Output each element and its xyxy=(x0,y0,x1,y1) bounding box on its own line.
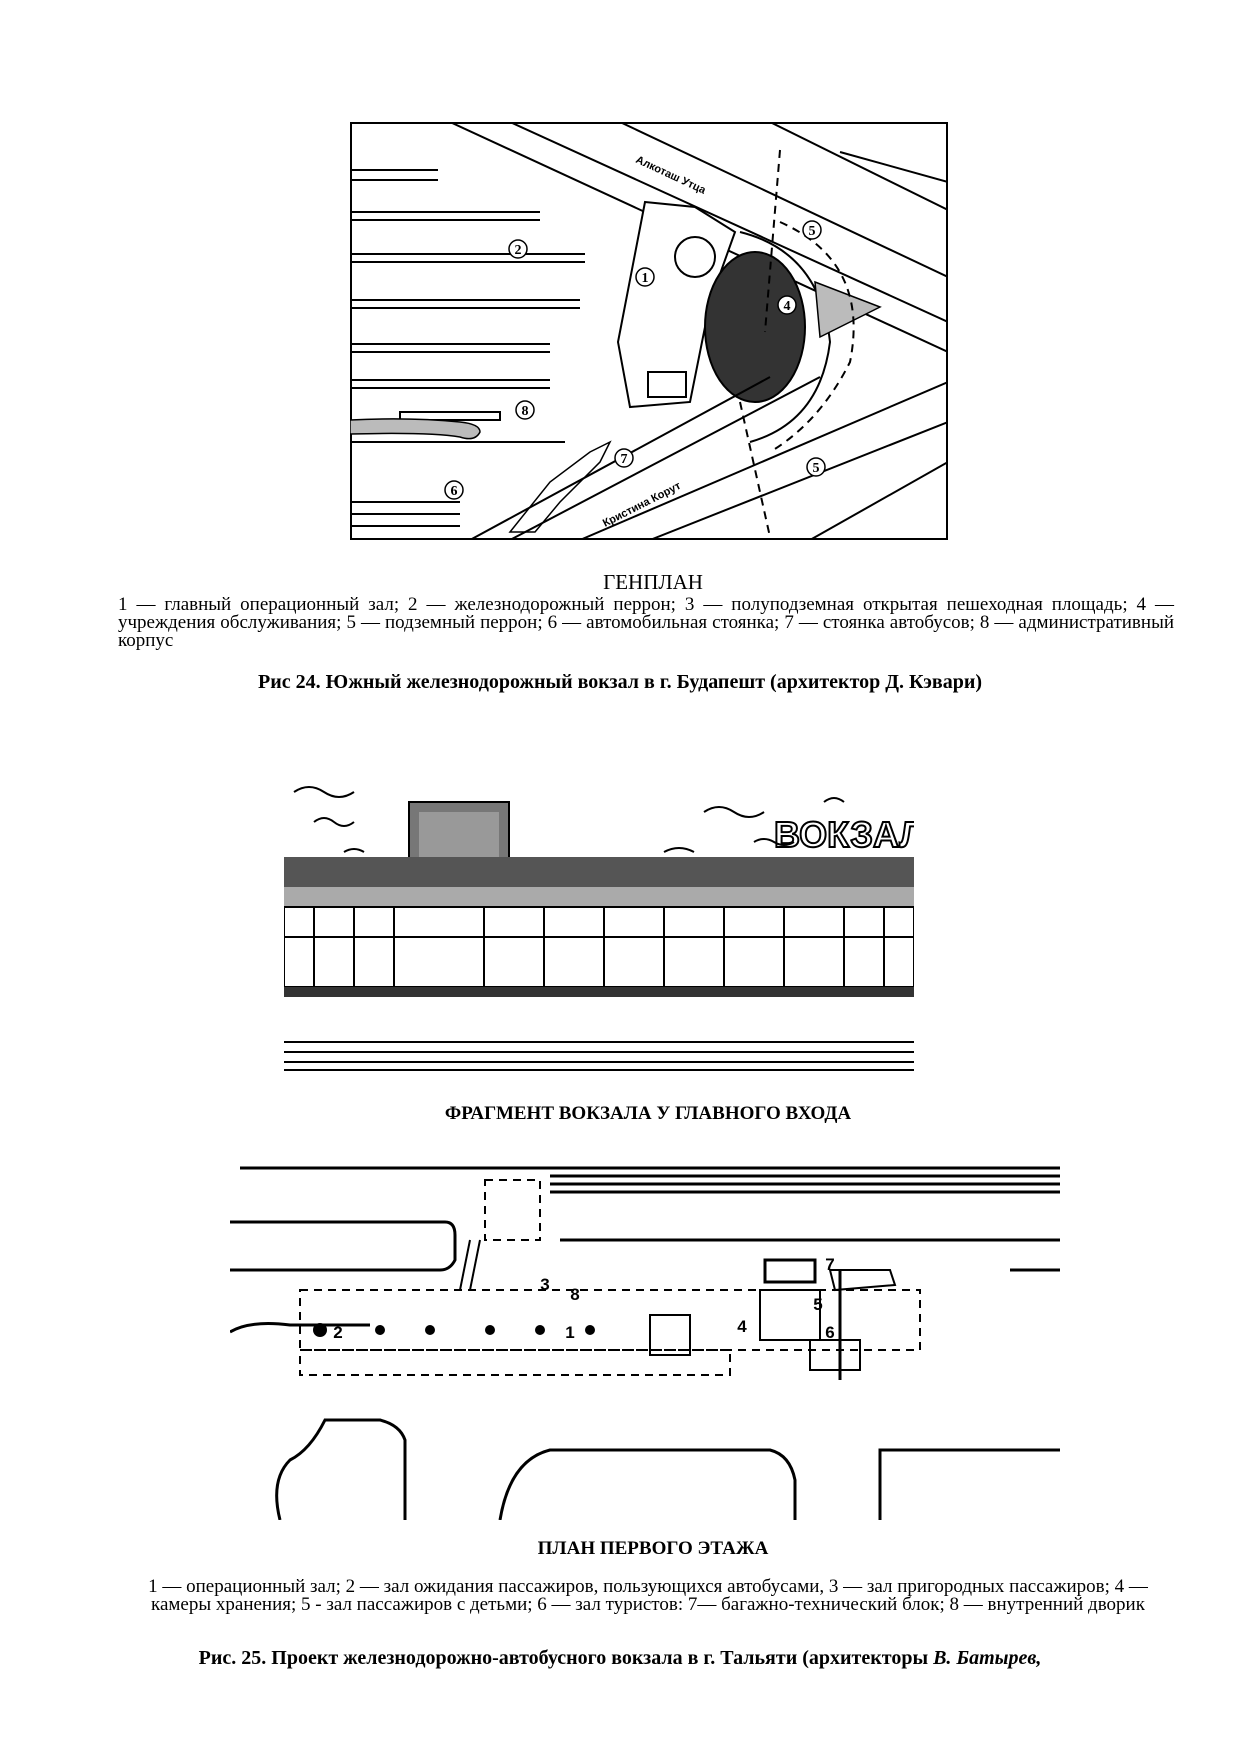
station-sign: ВОКЗАЛ xyxy=(774,814,914,855)
floor-plan-title: ПЛАН ПЕРВОГО ЭТАЖА xyxy=(537,1538,769,1559)
genplan-legend: 1 — главный операционный зал; 2 — железн… xyxy=(118,594,1174,651)
plan-label-5: 5 xyxy=(813,1295,822,1314)
floor-plan-legend: 1 — операционный зал; 2 — зал ожидания п… xyxy=(148,1576,1148,1615)
genplan-title: ГЕНПЛАН xyxy=(603,570,703,594)
figure-24-caption: Рис 24. Южный железнодорожный вокзал в г… xyxy=(257,671,983,693)
plan-label-8: 8 xyxy=(570,1285,579,1304)
map-label-7: 7 xyxy=(621,452,628,467)
map-label-8: 8 xyxy=(522,404,529,419)
figure-25-caption-main: Рис. 25. Проект железнодорожно-автобусно… xyxy=(198,1647,934,1669)
plan-label-3: 3 xyxy=(540,1275,549,1294)
plan-label-4: 4 xyxy=(737,1317,747,1336)
floor-plan-drawing: 1 2 3 4 5 6 7 8 xyxy=(230,1160,1070,1520)
plan-label-7: 7 xyxy=(825,1255,834,1274)
map-label-4: 4 xyxy=(784,299,791,314)
figure-25-caption-authors: В. Батырев, xyxy=(933,1647,1042,1669)
fragment-title: ФРАГМЕНТ ВОКЗАЛА У ГЛАВНОГО ВХОДА xyxy=(444,1103,852,1124)
genplan-drawing: 1 2 4 5 5 6 7 8 Алкоташ Утца Кристина Ко… xyxy=(350,122,948,540)
map-label-1: 1 xyxy=(642,271,649,286)
map-label-6: 6 xyxy=(451,484,458,499)
map-label-5b: 5 xyxy=(813,461,820,476)
plan-label-6: 6 xyxy=(825,1323,834,1342)
figure-25-caption: Рис. 25. Проект железнодорожно-автобусно… xyxy=(0,1647,1240,1670)
map-label-5a: 5 xyxy=(809,224,816,239)
map-label-2: 2 xyxy=(515,243,522,258)
plan-label-1: 1 xyxy=(565,1323,574,1342)
plan-label-2: 2 xyxy=(333,1323,342,1342)
station-fragment-drawing: ВОКЗАЛ xyxy=(284,772,914,1072)
